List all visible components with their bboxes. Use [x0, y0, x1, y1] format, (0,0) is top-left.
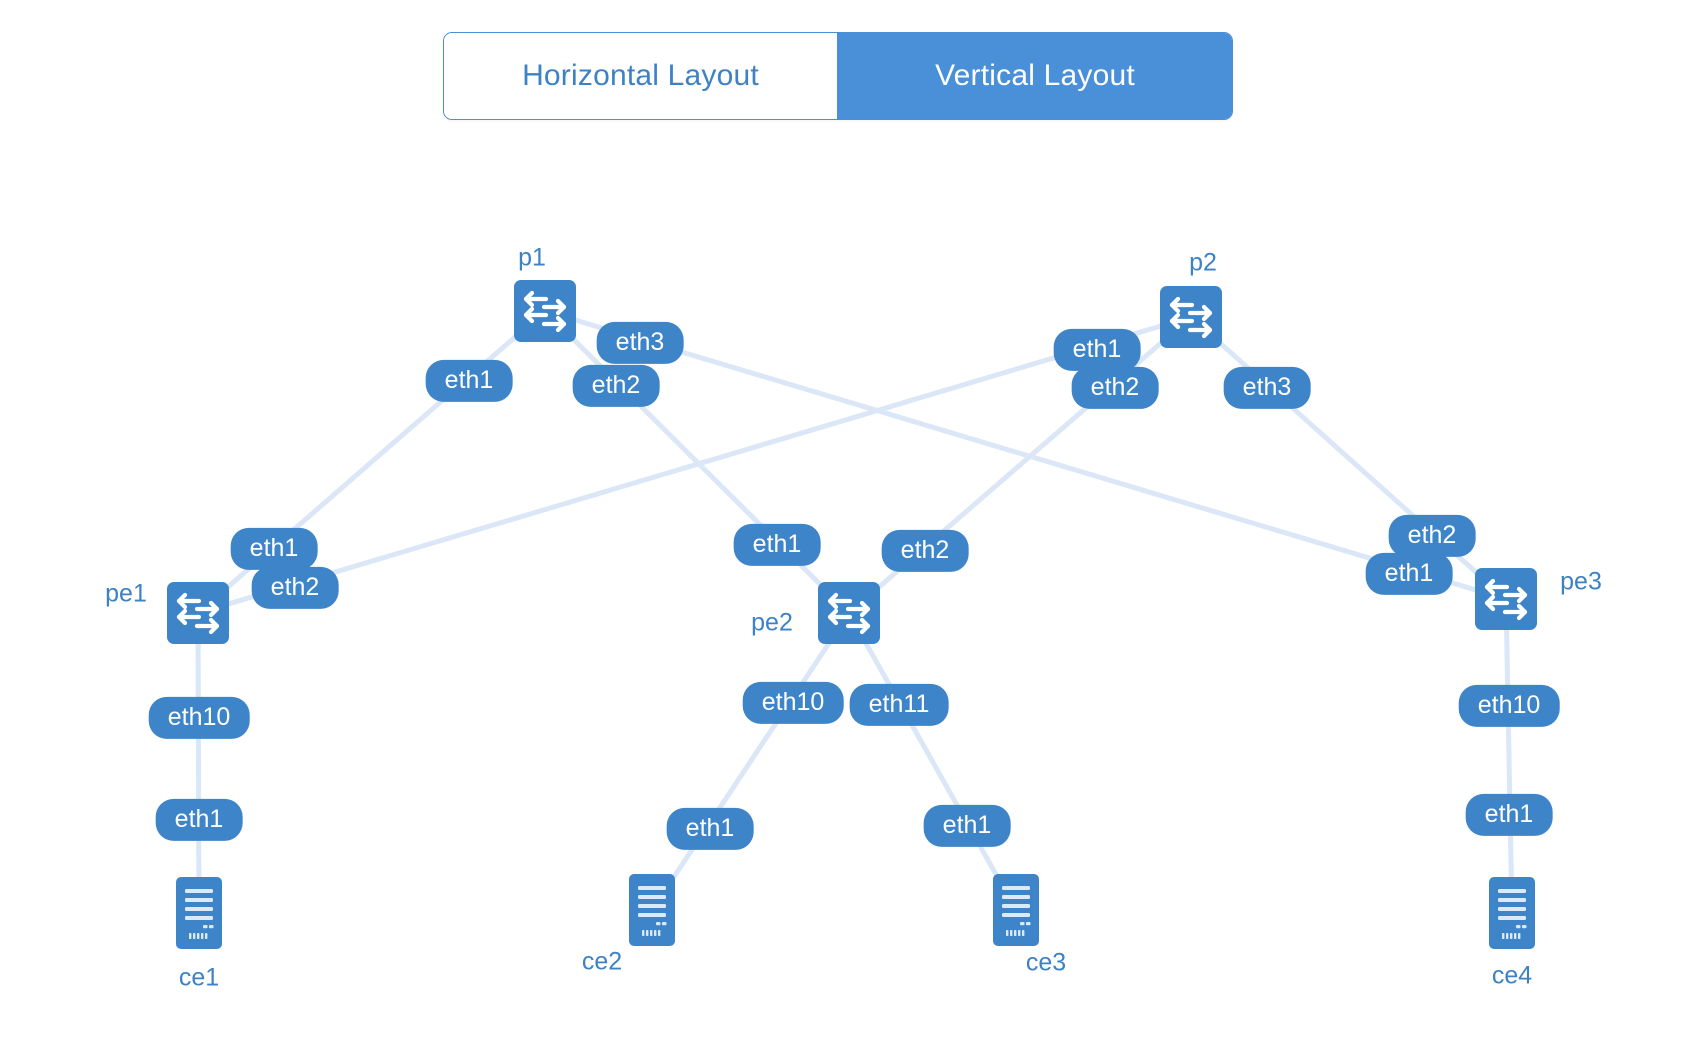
router-arrows-icon	[1484, 578, 1528, 621]
server-icon-ce4[interactable]	[1489, 877, 1535, 949]
node-ce4[interactable]	[1489, 877, 1535, 949]
server-icon-ce3[interactable]	[993, 874, 1039, 946]
interface-label-pe2-eth11[interactable]: eth11	[849, 683, 949, 727]
link-p2-pe1	[197, 314, 1192, 616]
router-icon-pe1[interactable]	[167, 582, 229, 644]
link-pe2-ce2	[649, 611, 852, 912]
node-p2[interactable]	[1160, 286, 1222, 348]
interface-label-pe2-eth1[interactable]: eth1	[733, 523, 821, 567]
node-label-ce4: ce4	[1491, 961, 1533, 990]
node-label-pe1: pe1	[105, 579, 147, 608]
interface-label-pe1-eth1[interactable]: eth1	[230, 527, 318, 571]
router-arrows-icon	[827, 592, 871, 635]
interface-label-pe3-eth10[interactable]: eth10	[1458, 684, 1560, 728]
interface-label-pe3-eth1[interactable]: eth1	[1365, 552, 1453, 596]
interface-label-p1-eth3[interactable]: eth3	[596, 321, 684, 365]
node-label-pe3: pe3	[1560, 567, 1602, 596]
node-p1[interactable]	[514, 280, 576, 342]
node-label-ce1: ce1	[178, 963, 220, 992]
vertical-layout-button[interactable]: Vertical Layout	[838, 33, 1232, 119]
server-rack-icon	[1498, 889, 1527, 939]
node-ce1[interactable]	[176, 877, 222, 949]
node-pe1[interactable]	[167, 582, 229, 644]
interface-label-ce4-eth1[interactable]: eth1	[1465, 793, 1553, 837]
interface-label-p1-eth2[interactable]: eth2	[572, 364, 660, 408]
router-icon-pe3[interactable]	[1475, 568, 1537, 630]
node-label-pe2: pe2	[751, 608, 793, 637]
node-ce3[interactable]	[993, 874, 1039, 946]
node-ce2[interactable]	[629, 874, 675, 946]
interface-label-p2-eth2[interactable]: eth2	[1071, 366, 1159, 410]
server-rack-icon	[185, 889, 214, 939]
server-rack-icon	[1002, 886, 1031, 936]
link-pe1-ce1	[195, 612, 202, 914]
link-pe3-ce4	[1503, 598, 1515, 914]
interface-label-pe3-eth2[interactable]: eth2	[1388, 514, 1476, 558]
horizontal-layout-button[interactable]: Horizontal Layout	[444, 33, 838, 119]
node-label-p2: p2	[1189, 248, 1217, 277]
interface-label-p2-eth3[interactable]: eth3	[1223, 366, 1311, 410]
node-pe3[interactable]	[1475, 568, 1537, 630]
interface-label-p2-eth1[interactable]: eth1	[1053, 328, 1141, 372]
interface-label-pe1-eth10[interactable]: eth10	[148, 696, 250, 740]
link-p1-pe3	[544, 308, 1507, 602]
interface-label-pe2-eth10[interactable]: eth10	[742, 681, 844, 725]
link-p1-pe2	[543, 309, 851, 615]
link-pe2-ce3	[846, 611, 1019, 912]
node-label-ce2: ce2	[581, 947, 623, 976]
interface-label-ce3-eth1[interactable]: eth1	[923, 804, 1011, 848]
router-icon-pe2[interactable]	[818, 582, 880, 644]
layout-toggle-group[interactable]: Horizontal Layout Vertical Layout	[443, 32, 1233, 120]
server-icon-ce1[interactable]	[176, 877, 222, 949]
interface-label-p1-eth1[interactable]: eth1	[425, 359, 513, 403]
server-rack-icon	[638, 886, 667, 936]
router-arrows-icon	[523, 290, 567, 333]
router-icon-p2[interactable]	[1160, 286, 1222, 348]
server-icon-ce2[interactable]	[629, 874, 675, 946]
interface-label-ce2-eth1[interactable]: eth1	[666, 807, 754, 851]
interface-label-pe1-eth2[interactable]: eth2	[251, 566, 339, 610]
router-arrows-icon	[1169, 296, 1213, 339]
router-icon-p1[interactable]	[514, 280, 576, 342]
interface-label-ce1-eth1[interactable]: eth1	[155, 798, 243, 842]
router-arrows-icon	[176, 592, 220, 635]
interface-label-pe2-eth2[interactable]: eth2	[881, 529, 969, 573]
node-label-p1: p1	[518, 243, 546, 272]
node-label-ce3: ce3	[1025, 948, 1067, 977]
node-pe2[interactable]	[818, 582, 880, 644]
